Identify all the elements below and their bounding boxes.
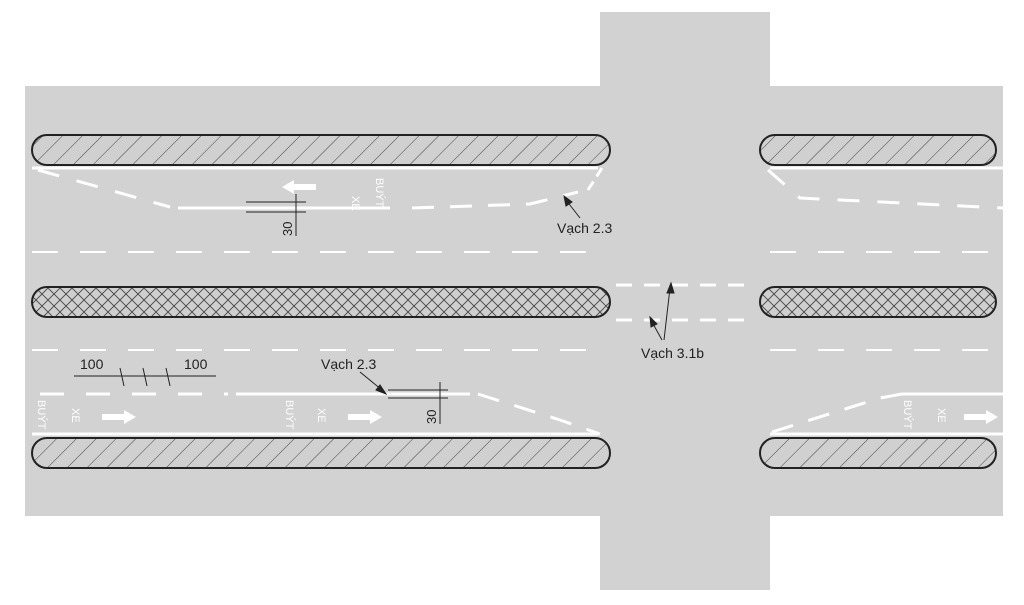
lane-text-buyt-top: BUÝT <box>373 178 386 208</box>
bottom-bus-lane-markings <box>40 392 1003 436</box>
arrow-left-top <box>282 180 316 194</box>
lane-text-xe-3: XE <box>935 408 947 423</box>
label-vach-2-3-top: Vạch 2.3 <box>557 220 612 236</box>
bottom-right-island <box>759 437 997 469</box>
lane-text-xe-2: XE <box>315 408 327 423</box>
lane-text-xe-top: XE <box>349 196 361 211</box>
arrow-right-2 <box>348 410 382 424</box>
lane-text-buyt-3: BUÝT <box>901 400 914 430</box>
edge-lines <box>32 166 1003 436</box>
top-left-island <box>31 134 611 166</box>
dim-100-left-label: 100 <box>80 356 104 372</box>
arrow-right-3 <box>964 410 998 424</box>
dim-30-bottom-label: 30 <box>424 410 439 424</box>
lane-text-buyt-2: BUÝT <box>283 400 296 430</box>
label-vach-2-3-bottom: Vạch 2.3 <box>321 356 376 372</box>
dim-30-top-lines <box>246 194 306 236</box>
lane-text-buyt-1: BUÝT <box>35 400 48 430</box>
bottom-left-island <box>31 437 611 469</box>
dim-30-bottom-lines <box>388 382 448 424</box>
median-right-island <box>759 286 997 318</box>
lane-dashes <box>32 251 1003 351</box>
dim-100-right-label: 100 <box>184 356 208 372</box>
cross-road <box>600 12 770 590</box>
crossing-dashes <box>616 283 756 322</box>
top-bus-lane-markings <box>37 167 1004 210</box>
median-left-island <box>31 286 611 318</box>
leader-lines <box>359 194 675 396</box>
label-vach-3-1b: Vạch 3.1b <box>641 345 704 361</box>
arrow-right-1 <box>102 410 136 424</box>
lane-text-xe-1: XE <box>69 408 81 423</box>
dim-100-lines <box>74 367 216 387</box>
top-right-island <box>759 134 997 166</box>
dim-30-top-label: 30 <box>280 222 295 236</box>
